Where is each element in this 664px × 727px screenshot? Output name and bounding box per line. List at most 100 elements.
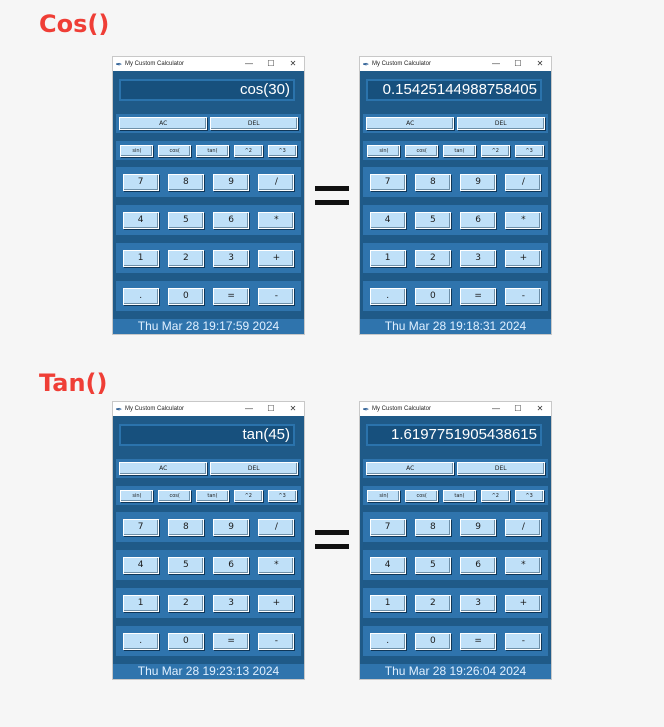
del-button[interactable]: DEL	[456, 117, 545, 130]
digit-9-button[interactable]: 9	[213, 173, 250, 191]
divide-button[interactable]: /	[505, 518, 542, 536]
ac-button[interactable]: AC	[366, 462, 455, 475]
digit-7-button[interactable]: 7	[122, 173, 159, 191]
titlebar[interactable]: ✒ My Custom Calculator — ☐ ✕	[113, 57, 304, 71]
sin-button[interactable]: sin(	[367, 489, 401, 502]
digit-0-button[interactable]: 0	[414, 287, 451, 305]
close-button[interactable]: ✕	[289, 404, 297, 413]
digit-9-button[interactable]: 9	[460, 518, 497, 536]
sin-button[interactable]: sin(	[120, 144, 154, 157]
close-button[interactable]: ✕	[536, 404, 544, 413]
minimize-button[interactable]: —	[492, 59, 500, 68]
multiply-button[interactable]: *	[505, 556, 542, 574]
digit-8-button[interactable]: 8	[414, 518, 451, 536]
digit-2-button[interactable]: 2	[167, 594, 204, 612]
minimize-button[interactable]: —	[245, 404, 253, 413]
cos-button[interactable]: cos(	[405, 144, 439, 157]
plus-button[interactable]: +	[505, 594, 542, 612]
digit-3-button[interactable]: 3	[460, 594, 497, 612]
maximize-button[interactable]: ☐	[514, 59, 522, 68]
close-button[interactable]: ✕	[536, 59, 544, 68]
digit-4-button[interactable]: 4	[122, 211, 159, 229]
minimize-button[interactable]: —	[245, 59, 253, 68]
decimal-button[interactable]: .	[369, 632, 406, 650]
digit-9-button[interactable]: 9	[460, 173, 497, 191]
plus-button[interactable]: +	[258, 249, 295, 267]
cube-button[interactable]: ^3	[267, 489, 297, 502]
digit-8-button[interactable]: 8	[167, 518, 204, 536]
digit-9-button[interactable]: 9	[213, 518, 250, 536]
maximize-button[interactable]: ☐	[514, 404, 522, 413]
tan-button[interactable]: tan(	[195, 144, 229, 157]
cos-button[interactable]: cos(	[158, 489, 192, 502]
digit-6-button[interactable]: 6	[460, 211, 497, 229]
digit-1-button[interactable]: 1	[369, 594, 406, 612]
digit-1-button[interactable]: 1	[122, 249, 159, 267]
digit-5-button[interactable]: 5	[167, 556, 204, 574]
titlebar[interactable]: ✒ My Custom Calculator — ☐ ✕	[113, 402, 304, 416]
digit-8-button[interactable]: 8	[167, 173, 204, 191]
digit-3-button[interactable]: 3	[213, 249, 250, 267]
multiply-button[interactable]: *	[258, 211, 295, 229]
cube-button[interactable]: ^3	[514, 144, 544, 157]
cos-button[interactable]: cos(	[405, 489, 439, 502]
minimize-button[interactable]: —	[492, 404, 500, 413]
square-button[interactable]: ^2	[480, 144, 510, 157]
tan-button[interactable]: tan(	[442, 489, 476, 502]
minus-button[interactable]: -	[505, 287, 542, 305]
digit-4-button[interactable]: 4	[369, 556, 406, 574]
square-button[interactable]: ^2	[233, 489, 263, 502]
multiply-button[interactable]: *	[258, 556, 295, 574]
sin-button[interactable]: sin(	[367, 144, 401, 157]
cube-button[interactable]: ^3	[514, 489, 544, 502]
tan-button[interactable]: tan(	[195, 489, 229, 502]
ac-button[interactable]: AC	[119, 117, 208, 130]
minus-button[interactable]: -	[505, 632, 542, 650]
digit-7-button[interactable]: 7	[122, 518, 159, 536]
equals-button[interactable]: =	[213, 632, 250, 650]
square-button[interactable]: ^2	[480, 489, 510, 502]
digit-2-button[interactable]: 2	[414, 594, 451, 612]
divide-button[interactable]: /	[258, 518, 295, 536]
digit-0-button[interactable]: 0	[414, 632, 451, 650]
del-button[interactable]: DEL	[209, 117, 298, 130]
ac-button[interactable]: AC	[119, 462, 208, 475]
digit-2-button[interactable]: 2	[414, 249, 451, 267]
digit-4-button[interactable]: 4	[369, 211, 406, 229]
digit-6-button[interactable]: 6	[460, 556, 497, 574]
del-button[interactable]: DEL	[456, 462, 545, 475]
ac-button[interactable]: AC	[366, 117, 455, 130]
digit-4-button[interactable]: 4	[122, 556, 159, 574]
digit-5-button[interactable]: 5	[414, 556, 451, 574]
minus-button[interactable]: -	[258, 287, 295, 305]
divide-button[interactable]: /	[258, 173, 295, 191]
maximize-button[interactable]: ☐	[267, 59, 275, 68]
digit-0-button[interactable]: 0	[167, 287, 204, 305]
titlebar[interactable]: ✒ My Custom Calculator — ☐ ✕	[360, 402, 551, 416]
titlebar[interactable]: ✒ My Custom Calculator — ☐ ✕	[360, 57, 551, 71]
digit-0-button[interactable]: 0	[167, 632, 204, 650]
sin-button[interactable]: sin(	[120, 489, 154, 502]
digit-7-button[interactable]: 7	[369, 518, 406, 536]
digit-2-button[interactable]: 2	[167, 249, 204, 267]
equals-button[interactable]: =	[213, 287, 250, 305]
tan-button[interactable]: tan(	[442, 144, 476, 157]
digit-1-button[interactable]: 1	[122, 594, 159, 612]
decimal-button[interactable]: .	[369, 287, 406, 305]
digit-5-button[interactable]: 5	[414, 211, 451, 229]
equals-button[interactable]: =	[460, 287, 497, 305]
plus-button[interactable]: +	[258, 594, 295, 612]
digit-3-button[interactable]: 3	[213, 594, 250, 612]
digit-6-button[interactable]: 6	[213, 211, 250, 229]
square-button[interactable]: ^2	[233, 144, 263, 157]
digit-8-button[interactable]: 8	[414, 173, 451, 191]
minus-button[interactable]: -	[258, 632, 295, 650]
cos-button[interactable]: cos(	[158, 144, 192, 157]
decimal-button[interactable]: .	[122, 287, 159, 305]
maximize-button[interactable]: ☐	[267, 404, 275, 413]
plus-button[interactable]: +	[505, 249, 542, 267]
divide-button[interactable]: /	[505, 173, 542, 191]
equals-button[interactable]: =	[460, 632, 497, 650]
digit-6-button[interactable]: 6	[213, 556, 250, 574]
decimal-button[interactable]: .	[122, 632, 159, 650]
